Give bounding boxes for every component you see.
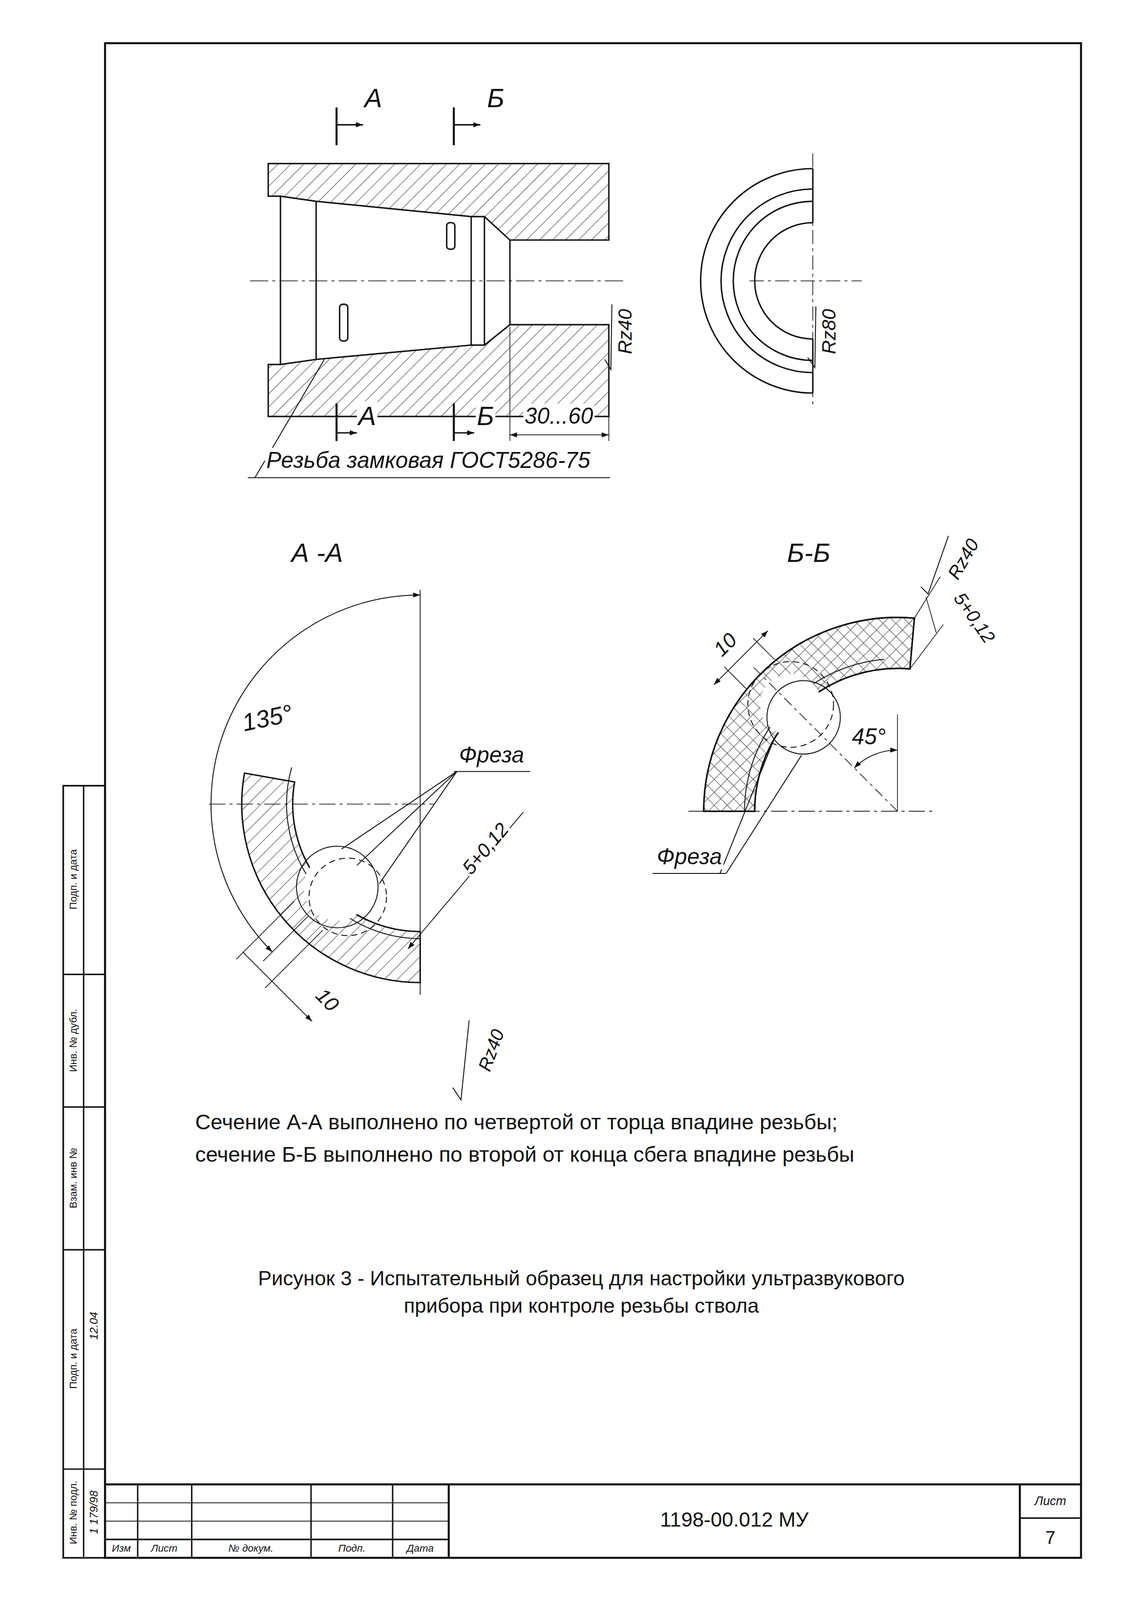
stamp-cell: Инв. № подл. xyxy=(67,1479,80,1546)
roughness-mark: Rz80 xyxy=(818,307,841,356)
note-line: сечение Б-Б выполнено по второй от конца… xyxy=(193,1142,857,1167)
section-letter: А xyxy=(357,401,378,431)
document-code: 1198-00.012 МУ xyxy=(658,1508,810,1531)
roughness-mark: Rz40 xyxy=(614,307,636,356)
roughness-mark: Rz40 xyxy=(474,1025,509,1076)
cutter-label: Фреза xyxy=(655,844,724,869)
section-letter: Б xyxy=(485,83,506,113)
angle-dimension: 45° xyxy=(850,724,888,749)
title-cell: Подп. xyxy=(337,1542,368,1554)
title-cell: Дата xyxy=(405,1542,436,1554)
handwritten-entry: 1 179/98 xyxy=(87,1489,100,1536)
thread-note: Резьба замковая ГОСТ5286-75 xyxy=(264,447,592,473)
tolerance-dimension: 5+0,12 xyxy=(948,587,1000,649)
stamp-cell: Инв. № дубл. xyxy=(67,1007,80,1074)
stamp-cell: Подп. и дата xyxy=(67,847,80,911)
title-cell: Изм xyxy=(110,1542,133,1554)
note-line: Сечение А-А выполнено по четвертой от то… xyxy=(193,1110,840,1134)
section-letter: Б xyxy=(475,401,496,431)
stamp-cell: Подп. и дата xyxy=(67,1327,80,1391)
title-cell: Лист xyxy=(1033,1494,1068,1508)
figure-caption: Рисунок 3 - Испытательный образец для на… xyxy=(254,1264,908,1320)
cutter-label: Фреза xyxy=(457,742,526,768)
roughness-mark: Rz40 xyxy=(943,534,984,584)
dimension-text: 30...60 xyxy=(523,403,595,429)
dimension-text: 10 xyxy=(310,982,345,1017)
sheet-number: 7 xyxy=(1043,1527,1057,1548)
handwritten-entry: 12.04 xyxy=(87,1310,100,1342)
title-cell: Лист xyxy=(149,1542,179,1554)
section-title: А -А xyxy=(290,538,345,568)
tolerance-dimension: 5+0,12 xyxy=(457,817,514,880)
stamp-cell: Взам. инв № xyxy=(67,1146,80,1210)
section-title: Б-Б xyxy=(785,538,832,568)
title-cell: № докум. xyxy=(227,1542,275,1554)
section-letter: А xyxy=(363,83,384,113)
dimension-text: 10 xyxy=(708,627,742,662)
angle-dimension: 135° xyxy=(238,699,297,737)
